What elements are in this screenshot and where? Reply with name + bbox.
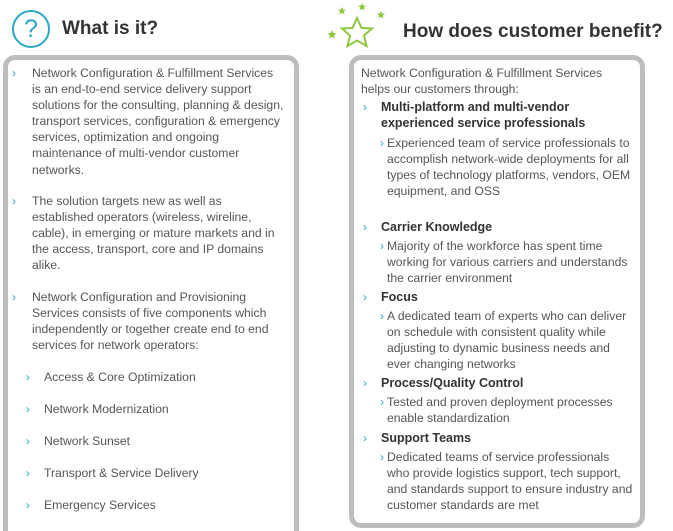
benefit-title: › Process/Quality Control (363, 376, 524, 390)
sub-arrow-icon: › (380, 136, 384, 150)
left-heading: What is it? (62, 18, 159, 39)
bullet-arrow-icon: › (363, 431, 367, 445)
benefit-title: › Carrier Knowledge (363, 220, 493, 234)
bullet-arrow-icon: › (363, 100, 367, 114)
bullet-arrow-icon: › (26, 466, 30, 480)
right-intro: Network Configuration & Fulfillment Serv… (361, 66, 603, 97)
bullet-arrow-icon: › (363, 290, 367, 304)
bullet-arrow-icon: › (12, 290, 16, 304)
sub-arrow-icon: › (380, 395, 384, 409)
benefit-title: › Multi-platform and multi-vendor experi… (363, 100, 586, 131)
question-glyph: ? (24, 14, 38, 43)
component-item: › Network Sunset (26, 434, 131, 448)
left-panel (3, 55, 299, 531)
left-paragraph-2: › The solution targets new as well as es… (12, 194, 275, 273)
bullet-arrow-icon: › (26, 402, 30, 416)
component-item: › Emergency Services (26, 498, 156, 512)
question-circle-icon: ? (12, 10, 50, 48)
bullet-arrow-icon: › (12, 66, 16, 80)
benefit-detail: › Tested and proven deployment processes… (380, 395, 613, 426)
stars-icon (327, 3, 385, 48)
bullet-arrow-icon: › (26, 370, 30, 384)
right-panel (349, 55, 645, 528)
sub-arrow-icon: › (380, 239, 384, 253)
component-item: › Access & Core Optimization (26, 370, 196, 384)
bullet-arrow-icon: › (12, 194, 16, 208)
bullet-arrow-icon: › (26, 434, 30, 448)
left-paragraph-3: › Network Configuration and Provisioning… (12, 290, 269, 353)
component-item: › Network Modernization (26, 402, 169, 416)
bullet-arrow-icon: › (363, 376, 367, 390)
benefit-detail: › Dedicated teams of service professiona… (380, 450, 633, 513)
benefit-detail: › Experienced team of service profession… (380, 136, 631, 199)
benefit-title: › Support Teams (363, 431, 472, 445)
component-item: › Transport & Service Delivery (26, 466, 199, 480)
left-paragraph-1: › Network Configuration & Fulfillment Se… (12, 66, 284, 177)
sub-arrow-icon: › (380, 309, 384, 323)
benefit-detail: › A dedicated team of experts who can de… (380, 309, 627, 372)
benefit-detail: › Majority of the workforce has spent ti… (380, 239, 628, 286)
sub-arrow-icon: › (380, 450, 384, 464)
bullet-arrow-icon: › (26, 498, 30, 512)
benefit-title: › Focus (363, 290, 418, 304)
right-heading: How does customer benefit? (403, 21, 663, 42)
bullet-arrow-icon: › (363, 220, 367, 234)
